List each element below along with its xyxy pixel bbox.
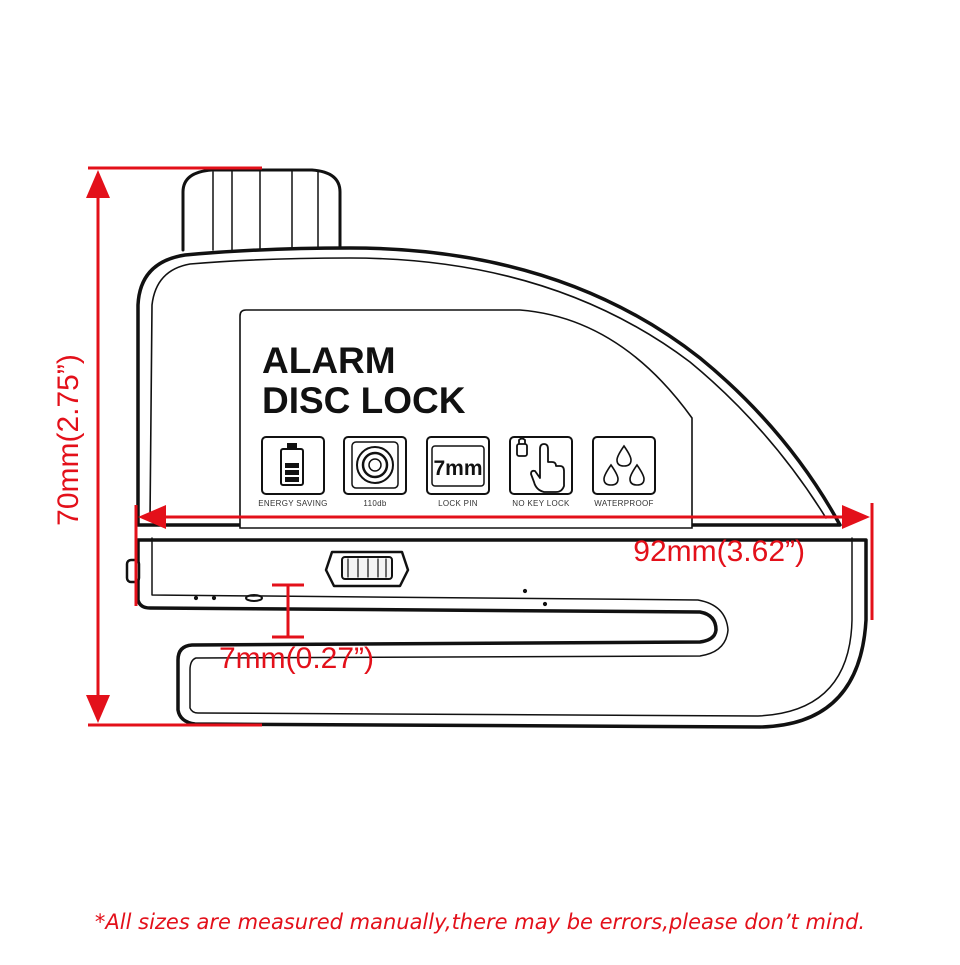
label-panel: ALARM DISC LOCK ENERGY SAVING 110d — [239, 309, 693, 529]
arrow-down-icon — [86, 695, 110, 723]
pin-dimension — [272, 583, 304, 639]
battery-icon — [280, 443, 304, 486]
caption-lock-pin: LOCK PIN — [438, 499, 478, 508]
caption-no-key-lock: NO KEY LOCK — [512, 499, 570, 508]
lock-jaw — [136, 538, 868, 729]
width-dimension — [134, 503, 874, 620]
arrow-left-icon — [138, 505, 166, 529]
water-drops-icon — [603, 444, 645, 486]
height-label: 70mm(2.75”) — [52, 354, 85, 526]
feature-no-key-lock: NO KEY LOCK — [509, 436, 573, 508]
disclaimer-note: *All sizes are measured manually,there m… — [94, 910, 866, 934]
panel-title-line1: ALARM — [262, 340, 396, 381]
pin-label: 7mm(0.27”) — [219, 642, 374, 675]
feature-waterproof: WATERPROOF — [592, 436, 656, 508]
caption-waterproof: WATERPROOF — [594, 499, 653, 508]
feature-energy-saving: ENERGY SAVING — [258, 436, 327, 508]
lock-knob — [181, 168, 342, 252]
height-dimension — [86, 166, 262, 727]
caption-volume: 110db — [363, 499, 386, 508]
panel-title-line2: DISC LOCK — [262, 380, 466, 421]
feature-lock-pin: 7mm LOCK PIN — [426, 436, 490, 508]
width-label: 92mm(3.62”) — [633, 535, 805, 568]
speaker-icon — [351, 441, 399, 489]
dimension-annotations: 70mm(2.75”) 92mm(3.62”) 7mm(0.27”) — [52, 166, 874, 727]
latch-button — [324, 550, 410, 588]
feature-alarm-volume: 110db — [343, 436, 407, 508]
arrow-up-icon — [86, 170, 110, 198]
arrow-right-icon — [842, 505, 870, 529]
caption-energy-saving: ENERGY SAVING — [258, 499, 327, 508]
hand-touch-icon — [516, 437, 565, 493]
pin-size-icon: 7mm — [433, 457, 482, 480]
